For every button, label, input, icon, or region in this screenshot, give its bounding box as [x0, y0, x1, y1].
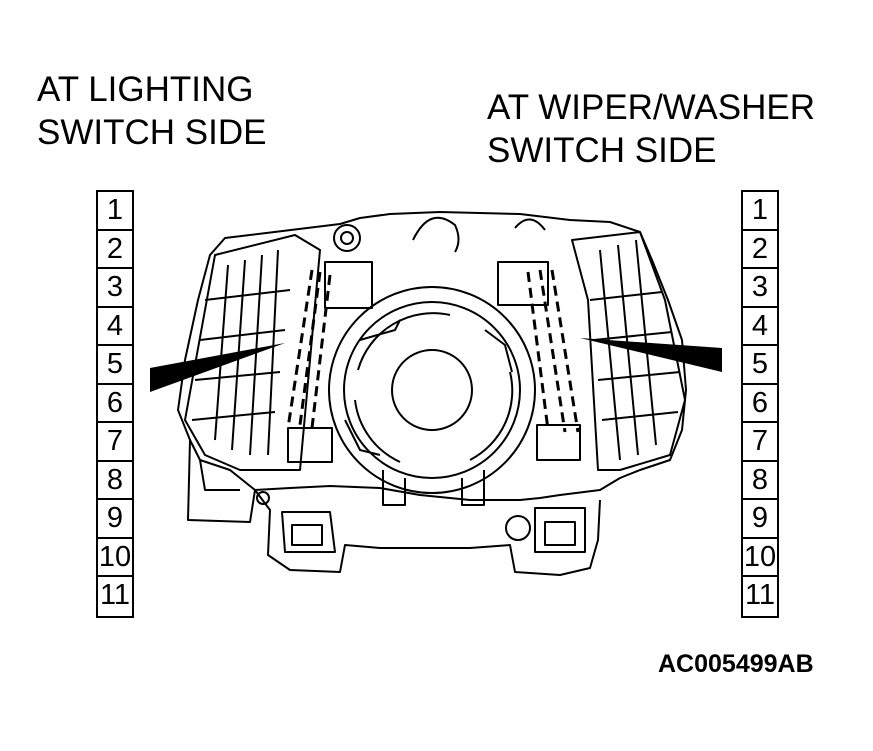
center-hub [391, 349, 473, 431]
lower-right-post [505, 515, 531, 541]
lighting-label-line1: AT LIGHTING [37, 70, 254, 109]
left-dashed-wire-a [298, 271, 322, 426]
left-pin-10: 10 [98, 539, 132, 577]
housing-lower-lobe [254, 489, 601, 576]
lighting-label-line2: SWITCH SIDE [37, 113, 267, 152]
left-pin-4: 4 [98, 308, 132, 346]
clock-spring-inner-shelf [344, 319, 513, 456]
left-dashed-wire-b [310, 274, 332, 429]
diagram-reference-code: AC005499AB [658, 650, 814, 678]
wiper-label-line2: SWITCH SIDE [487, 131, 717, 170]
right-pin-6: 6 [743, 385, 777, 423]
wiper-washer-switch-side-label: AT WIPER/WASHER SWITCH SIDE [487, 86, 815, 172]
clock-spring-inner-arc [354, 312, 514, 463]
top-left-boss [333, 224, 361, 252]
top-left-boss-inner [340, 231, 354, 245]
left-connector-frame [184, 234, 321, 471]
lower-right-socket [534, 507, 586, 553]
right-pin-11: 11 [744, 579, 776, 611]
right-pin-4: 4 [743, 308, 777, 346]
left-pin-1: 1 [98, 192, 132, 231]
wiper-label-line1: AT WIPER/WASHER [487, 88, 815, 127]
left-pointer-arrow [150, 343, 285, 392]
top-center-boss [412, 216, 460, 253]
right-pin-8: 8 [743, 462, 777, 500]
right-pin-7: 7 [743, 423, 777, 462]
housing-outline [177, 211, 687, 501]
clock-spring-mid-ring [343, 301, 521, 479]
left-pin-5: 5 [98, 346, 132, 385]
right-dashed-wire-a [526, 271, 550, 431]
right-terminal-block-bottom [536, 424, 581, 461]
lower-left-post [256, 491, 270, 505]
clock-spring-outer-ring [328, 286, 536, 494]
bottom-tab-left [382, 470, 406, 506]
right-pin-3: 3 [743, 269, 777, 308]
right-dashed-wire-b [538, 269, 567, 433]
left-pin-2: 2 [98, 231, 132, 269]
right-pin-9: 9 [743, 500, 777, 539]
right-pin-5: 5 [743, 346, 777, 385]
lower-left-socket [281, 511, 336, 553]
left-pin-9: 9 [98, 500, 132, 539]
left-pin-6: 6 [98, 385, 132, 423]
left-pin-11: 11 [99, 579, 131, 611]
right-pin-1: 1 [743, 192, 777, 231]
lighting-switch-side-label: AT LIGHTING SWITCH SIDE [37, 68, 266, 154]
left-pin-3: 3 [98, 269, 132, 308]
left-mount-bracket [187, 439, 256, 523]
right-pointer-arrow [580, 338, 722, 372]
left-pin-8: 8 [98, 462, 132, 500]
right-pin-10: 10 [743, 539, 777, 577]
right-pin-2: 2 [743, 231, 777, 269]
right-connector-ribs [589, 239, 681, 461]
left-terminal-block-top [324, 261, 373, 309]
left-dashed-wire-c [286, 269, 314, 429]
left-pin-7: 7 [98, 423, 132, 462]
right-connector-frame [571, 231, 686, 471]
left-terminal-block-bottom [287, 427, 333, 463]
bottom-tab-right [461, 470, 485, 506]
lighting-side-pin-column: 1 2 3 4 5 6 7 8 9 10 11 [96, 190, 134, 618]
top-right-boss [514, 218, 546, 231]
wiper-side-pin-column: 1 2 3 4 5 6 7 8 9 10 11 [741, 190, 779, 618]
right-dashed-wire-c [550, 269, 580, 433]
right-terminal-block-top [497, 261, 549, 306]
